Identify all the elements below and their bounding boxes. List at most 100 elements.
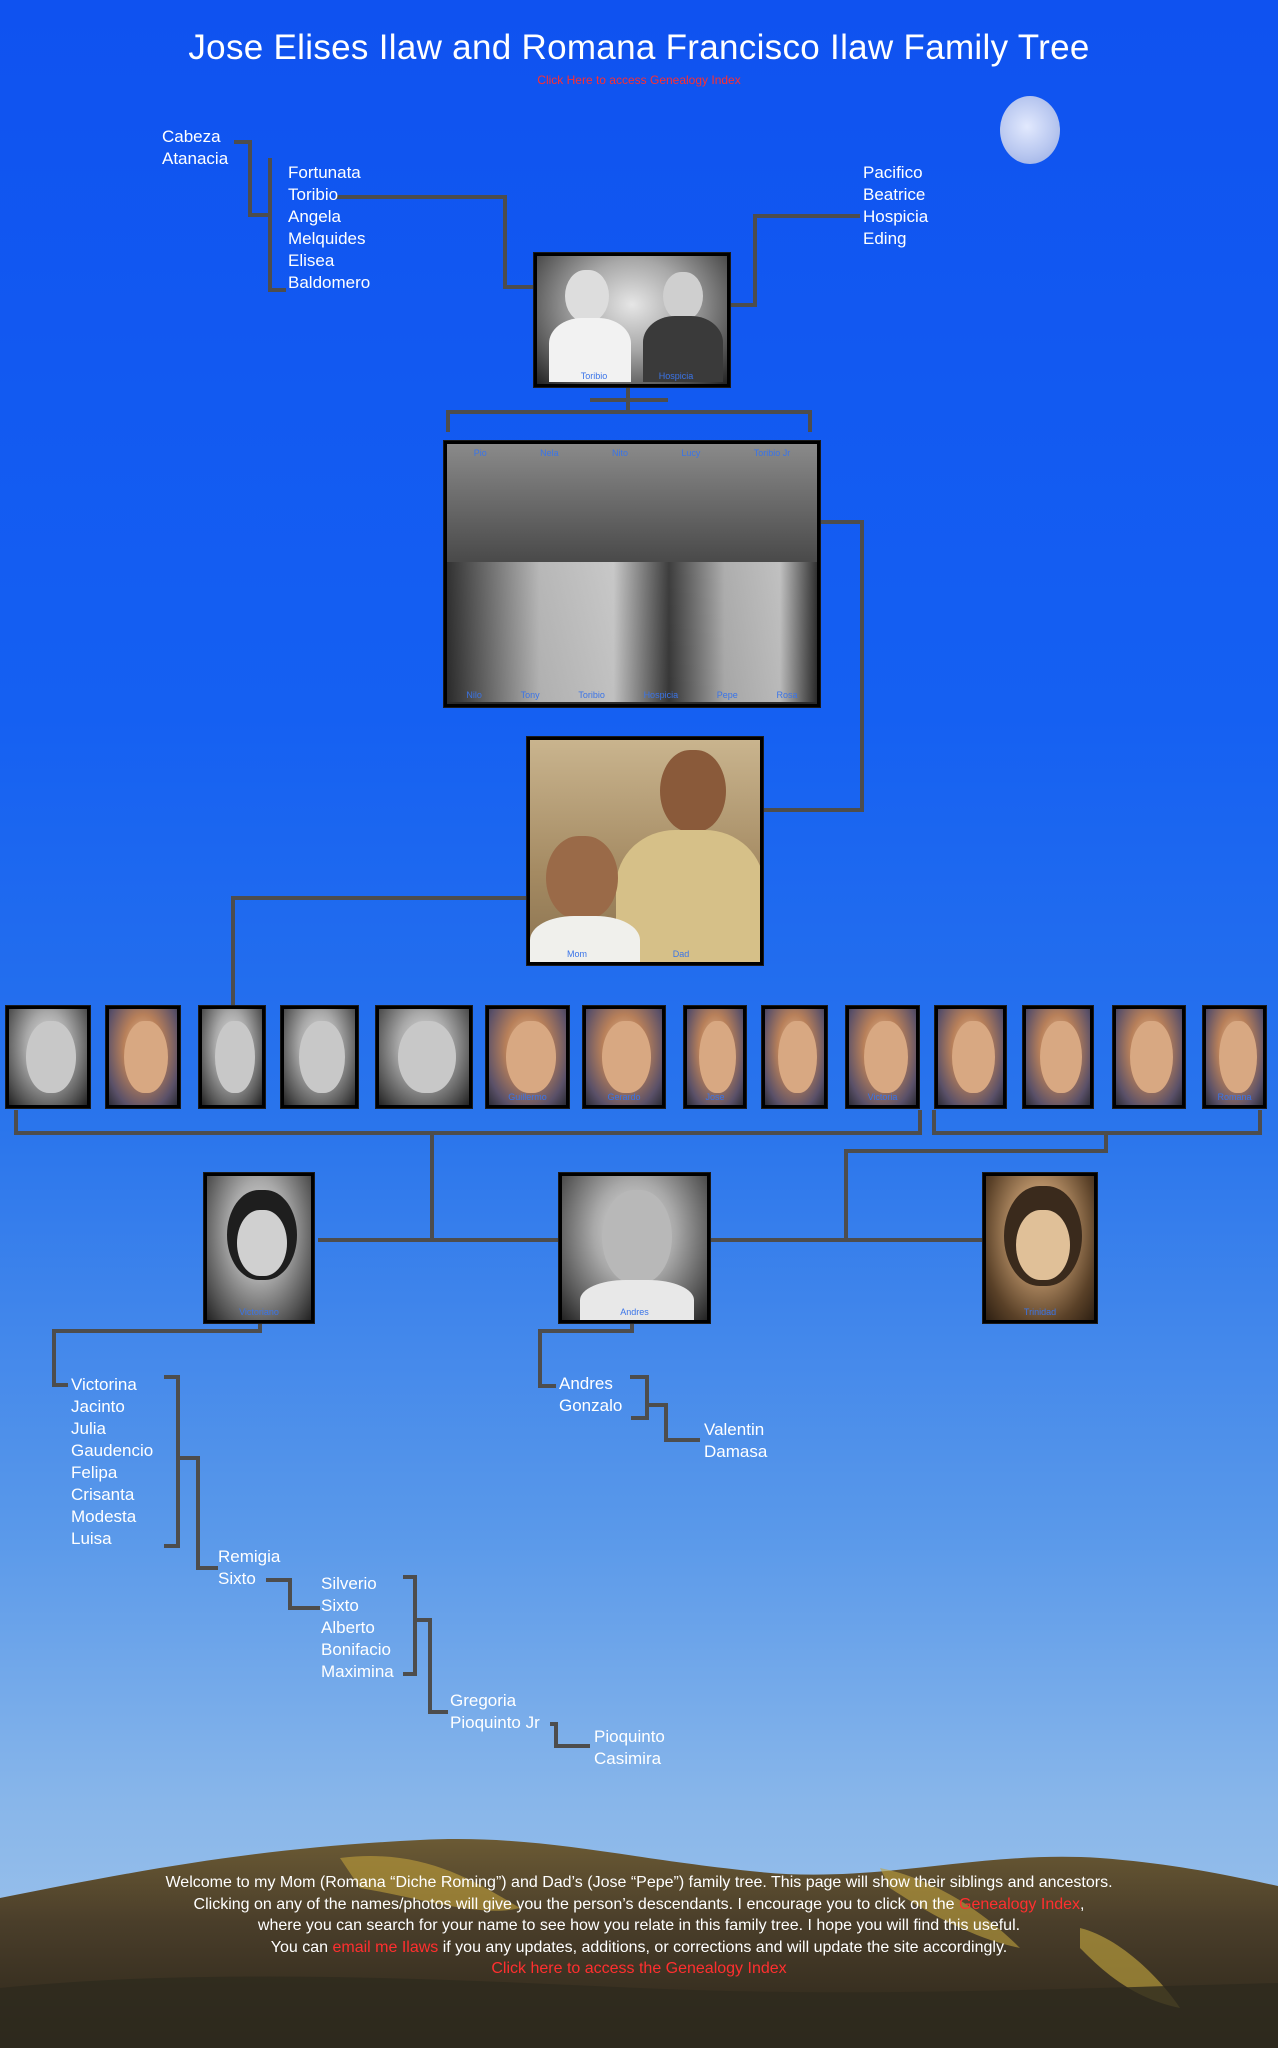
name-link[interactable]: Beatrice bbox=[863, 185, 926, 204]
sibling-photo[interactable] bbox=[281, 1006, 358, 1108]
email-link[interactable]: email me Ilaws bbox=[332, 1938, 439, 1956]
photo-caption: Toribio Jr bbox=[753, 448, 791, 458]
name-link[interactable]: Pioquinto Jr bbox=[450, 1713, 540, 1732]
name-link[interactable]: Eding bbox=[863, 229, 907, 248]
photo-caption: Jose bbox=[705, 1092, 725, 1102]
victoriano-photo[interactable]: Victoriano bbox=[204, 1173, 314, 1323]
name-link[interactable]: Gonzalo bbox=[559, 1396, 623, 1415]
name-link[interactable]: Julia bbox=[71, 1419, 106, 1438]
genealogy-index-link[interactable]: Genealogy Index bbox=[959, 1895, 1081, 1913]
desc-left-b: Remigia Sixto bbox=[218, 1546, 280, 1590]
sibling-photo[interactable] bbox=[199, 1006, 265, 1108]
photo-caption: Mom bbox=[567, 949, 587, 959]
name-link[interactable]: Atanacia bbox=[162, 149, 229, 168]
photo-caption: Trinidad bbox=[1023, 1307, 1057, 1317]
name-link[interactable]: Sixto bbox=[321, 1596, 359, 1615]
face bbox=[699, 1021, 736, 1093]
sibling-photo[interactable]: Guillermo bbox=[486, 1006, 569, 1108]
sibling-photo[interactable]: Jose bbox=[684, 1006, 746, 1108]
photo-caption: Lucy bbox=[681, 448, 701, 458]
page-title: Jose Elises Ilaw and Romana Francisco Il… bbox=[188, 28, 1090, 67]
trinidad-photo[interactable]: Trinidad bbox=[983, 1173, 1097, 1323]
photo-caption: Pepe bbox=[716, 690, 738, 700]
name-link[interactable]: Toribio bbox=[288, 185, 339, 204]
sibling-photo[interactable] bbox=[935, 1006, 1006, 1108]
face bbox=[1219, 1021, 1257, 1093]
desc-center-b: Valentin Damasa bbox=[704, 1419, 767, 1463]
name-link[interactable]: Jacinto bbox=[71, 1397, 125, 1416]
photo-caption: Victoria bbox=[867, 1092, 898, 1102]
desc-left-a: Victorina Jacinto Julia Gaudencio Felipa… bbox=[71, 1374, 153, 1550]
sibling-photo[interactable] bbox=[376, 1006, 472, 1108]
photo-caption: Nilo bbox=[466, 690, 482, 700]
intro-line-1: Welcome to my Mom (Romana “Diche Roming”… bbox=[165, 1874, 1113, 1891]
ancestors-left-outer: Cabeza Atanacia bbox=[162, 126, 228, 170]
face bbox=[1040, 1021, 1082, 1093]
family-group-photo[interactable]: Pio Nela Nito Lucy Toribio Jr Nilo Tony … bbox=[444, 441, 820, 707]
name-link[interactable]: Pacifico bbox=[863, 163, 923, 182]
photo-caption: Romana bbox=[1217, 1092, 1252, 1102]
name-link[interactable]: Gaudencio bbox=[71, 1441, 154, 1460]
sibling-photo[interactable]: Gerardo bbox=[583, 1006, 665, 1108]
photo-caption: Pio bbox=[473, 448, 487, 458]
name-link[interactable]: Angela bbox=[288, 207, 341, 226]
andres-photo[interactable]: Andres bbox=[559, 1173, 710, 1323]
name-link[interactable]: Cabeza bbox=[162, 127, 221, 146]
name-link[interactable]: Pioquinto bbox=[594, 1727, 665, 1746]
name-link[interactable]: Andres bbox=[559, 1374, 613, 1393]
grandparents-photo[interactable]: Toribio Hospicia bbox=[534, 253, 730, 387]
genealogy-index-link-top[interactable]: Click Here to access Genealogy Index bbox=[537, 73, 741, 87]
photo-caption: Andres bbox=[620, 1307, 649, 1317]
name-link[interactable]: Valentin bbox=[704, 1420, 765, 1439]
name-link[interactable]: Gregoria bbox=[450, 1691, 517, 1710]
face bbox=[215, 1021, 255, 1093]
name-link[interactable]: Victorina bbox=[71, 1375, 137, 1394]
photo-caption: Rosa bbox=[776, 690, 798, 700]
name-link[interactable]: Silverio bbox=[321, 1574, 377, 1593]
sibling-photo[interactable] bbox=[762, 1006, 827, 1108]
name-link[interactable]: Maximina bbox=[321, 1662, 394, 1681]
name-link[interactable]: Casimira bbox=[594, 1749, 662, 1768]
name-link[interactable]: Hospicia bbox=[863, 207, 929, 226]
name-link[interactable]: Luisa bbox=[71, 1529, 112, 1548]
intro-text: Welcome to my Mom (Romana “Diche Roming”… bbox=[0, 1872, 1278, 1980]
name-link[interactable]: Sixto bbox=[218, 1569, 256, 1588]
photo-caption: Nela bbox=[540, 448, 559, 458]
face bbox=[506, 1021, 556, 1093]
ancestors-left-inner: Fortunata Toribio Angela Melquides Elise… bbox=[288, 162, 370, 294]
sibling-photo[interactable] bbox=[1113, 1006, 1185, 1108]
sibling-photo[interactable] bbox=[6, 1006, 90, 1108]
name-link[interactable]: Felipa bbox=[71, 1463, 118, 1482]
face bbox=[602, 1021, 651, 1093]
intro-line-4: You can email me Ilaws if you any update… bbox=[270, 1938, 1008, 1956]
name-link[interactable]: Modesta bbox=[71, 1507, 137, 1526]
name-link[interactable]: Elisea bbox=[288, 251, 335, 270]
photo-caption: Dad bbox=[672, 949, 690, 959]
photo-caption: Hospicia bbox=[643, 690, 679, 700]
name-link[interactable]: Alberto bbox=[321, 1618, 375, 1637]
sibling-photo[interactable]: Victoria bbox=[846, 1006, 919, 1108]
intro-line-2: Clicking on any of the names/photos will… bbox=[193, 1895, 1085, 1913]
name-link[interactable]: Remigia bbox=[218, 1547, 281, 1566]
face bbox=[778, 1021, 817, 1093]
name-link[interactable]: Crisanta bbox=[71, 1485, 135, 1504]
genealogy-index-link-bottom[interactable]: Click here to access the Genealogy Index bbox=[491, 1960, 787, 1977]
intro-line-3: where you can search for your name to se… bbox=[257, 1917, 1021, 1934]
face bbox=[1130, 1021, 1173, 1093]
sibling-photo[interactable]: Romana bbox=[1203, 1006, 1266, 1108]
photo-caption: Nito bbox=[611, 448, 628, 458]
sibling-photo[interactable] bbox=[1023, 1006, 1093, 1108]
name-link[interactable]: Fortunata bbox=[288, 163, 361, 182]
hills-landscape bbox=[0, 1839, 1278, 2048]
sibling-photo[interactable] bbox=[106, 1006, 180, 1108]
desc-left-e: Pioquinto Casimira bbox=[594, 1726, 665, 1770]
name-link[interactable]: Bonifacio bbox=[321, 1640, 391, 1659]
mom-dad-photo[interactable]: Mom Dad bbox=[527, 737, 763, 965]
moon-image bbox=[1000, 96, 1060, 164]
name-link[interactable]: Damasa bbox=[704, 1442, 768, 1461]
photo-caption: Toribio bbox=[578, 690, 605, 700]
photo-caption: Gerardo bbox=[607, 1092, 641, 1102]
name-link[interactable]: Melquides bbox=[288, 229, 366, 248]
name-link[interactable]: Baldomero bbox=[288, 273, 371, 292]
